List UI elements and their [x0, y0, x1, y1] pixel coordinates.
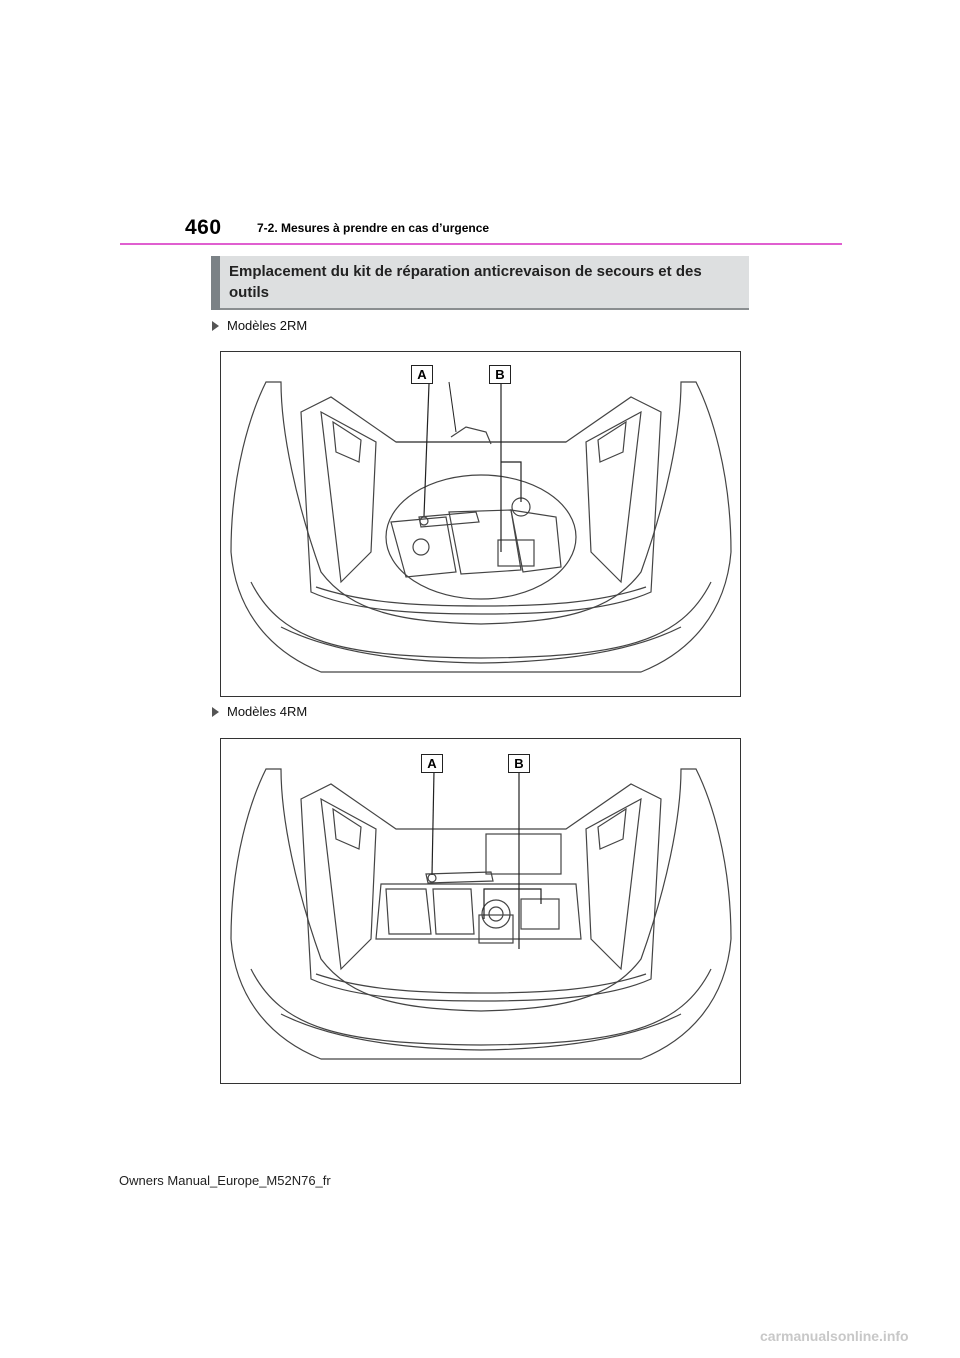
trunk-illustration-2wd: A B [220, 351, 741, 697]
watermark: carmanualsonline.info [760, 1328, 909, 1344]
bullet-triangle-icon [212, 707, 219, 717]
callout-b: B [489, 365, 511, 384]
callout-a: A [411, 365, 433, 384]
trunk-illustration-4wd: A B [220, 738, 741, 1084]
section-heading-bar [211, 256, 220, 310]
variant-heading-4wd: Modèles 4RM [212, 704, 307, 719]
footer-doc-id: Owners Manual_Europe_M52N76_fr [119, 1173, 331, 1188]
section-title: Emplacement du kit de réparation anticre… [229, 263, 702, 301]
section-heading-box: Emplacement du kit de réparation anticre… [211, 256, 749, 310]
variant-label: Modèles 2RM [227, 318, 308, 333]
variant-heading-2wd: Modèles 2RM [212, 318, 307, 333]
callout-a: A [421, 754, 443, 773]
variant-label: Modèles 4RM [227, 704, 308, 719]
bullet-triangle-icon [212, 321, 219, 331]
callout-b: B [508, 754, 530, 773]
page-number: 460 [185, 216, 222, 239]
chapter-title: 7-2. Mesures à prendre en cas d’urgence [257, 221, 490, 235]
header-rule [120, 243, 842, 245]
